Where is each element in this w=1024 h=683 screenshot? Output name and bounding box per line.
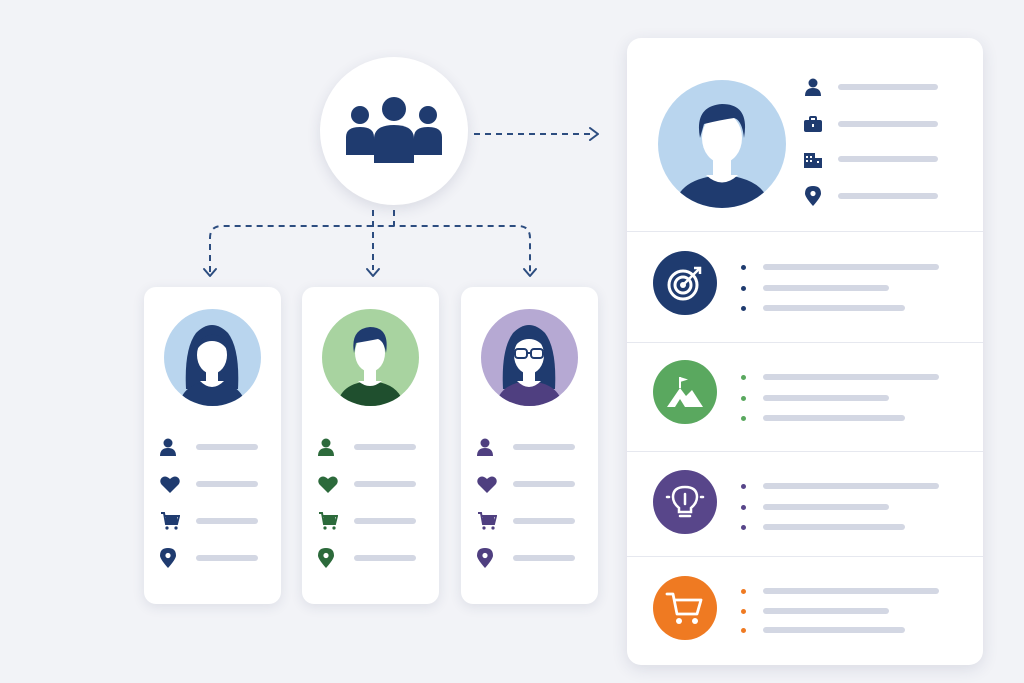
placeholder-bar [513, 555, 575, 561]
divider [627, 342, 983, 343]
profile-avatar [658, 80, 786, 208]
detail-row-interests [477, 474, 587, 494]
heart-icon [318, 476, 338, 493]
achievements-badge [653, 360, 717, 424]
ideas-line-2 [741, 497, 889, 517]
shopping-cart-icon [478, 512, 497, 530]
persona-card-2[interactable] [302, 287, 439, 604]
detail-row-purchases [160, 511, 270, 531]
placeholder-bar [354, 444, 416, 450]
arrowhead-panel [589, 127, 599, 141]
detail-row-purchases [477, 511, 587, 531]
lightbulb-icon [665, 485, 705, 518]
goals-line-1 [741, 257, 939, 277]
man-avatar [322, 309, 419, 406]
placeholder-bar [838, 193, 938, 199]
location-pin-icon [160, 548, 176, 568]
purchases-badge [653, 576, 717, 640]
placeholder-bar [838, 121, 938, 127]
persona-card-1[interactable] [144, 287, 281, 604]
placeholder-bar [354, 518, 416, 524]
placeholder-bar [513, 444, 575, 450]
persona-detail-panel [627, 38, 983, 665]
detail-row-interests [318, 474, 428, 494]
purchases-line-2 [741, 601, 889, 621]
group-hub[interactable] [320, 57, 468, 205]
heart-icon [477, 476, 497, 493]
placeholder-bar [196, 444, 258, 450]
divider [627, 556, 983, 557]
shopping-cart-icon [665, 592, 703, 624]
detail-row-person [160, 437, 270, 457]
detail-row-person [477, 437, 587, 457]
user-icon [318, 438, 334, 456]
placeholder-bar [196, 518, 258, 524]
goals-line-2 [741, 278, 889, 298]
purchases-line-3 [741, 620, 905, 640]
placeholder-bar [354, 555, 416, 561]
achievements-line-2 [741, 388, 889, 408]
woman-avatar [164, 309, 261, 406]
woman-glasses-avatar [481, 309, 578, 406]
user-group-icon [346, 97, 442, 163]
arrowhead-card-2 [366, 268, 380, 277]
target-icon [667, 266, 702, 301]
mountain-flag-icon [667, 377, 703, 407]
divider [627, 451, 983, 452]
placeholder-bar [196, 481, 258, 487]
purchases-line-1 [741, 581, 939, 601]
placeholder-bar [196, 555, 258, 561]
placeholder-bar [513, 481, 575, 487]
detail-row-location [477, 548, 587, 568]
location-pin-icon [477, 548, 493, 568]
achievements-line-1 [741, 367, 939, 387]
shopping-cart-icon [161, 512, 180, 530]
detail-row-interests [160, 474, 270, 494]
heart-icon [160, 476, 180, 493]
detail-row-person [318, 437, 428, 457]
arrowhead-card-1 [203, 268, 217, 277]
location-pin-icon [805, 186, 821, 206]
ideas-line-1 [741, 476, 939, 496]
briefcase-icon [804, 116, 822, 132]
goals-line-3 [741, 298, 905, 318]
persona-card-3[interactable] [461, 287, 598, 604]
profile-row-name [802, 77, 947, 97]
detail-row-location [160, 548, 270, 568]
placeholder-bar [513, 518, 575, 524]
ideas-badge [653, 470, 717, 534]
user-icon [805, 78, 821, 96]
connector-branch [209, 225, 531, 272]
detail-row-location [318, 548, 428, 568]
arrowhead-card-3 [523, 268, 537, 277]
user-icon [477, 438, 493, 456]
user-icon [160, 438, 176, 456]
location-pin-icon [318, 548, 334, 568]
profile-row-location [802, 186, 947, 206]
profile-row-company [802, 149, 947, 169]
placeholder-bar [354, 481, 416, 487]
profile-row-job [802, 114, 947, 134]
ideas-line-3 [741, 517, 905, 537]
shopping-cart-icon [319, 512, 338, 530]
divider [627, 231, 983, 232]
placeholder-bar [838, 84, 938, 90]
achievements-line-3 [741, 408, 905, 428]
detail-row-purchases [318, 511, 428, 531]
goals-badge [653, 251, 717, 315]
building-icon [804, 153, 822, 168]
placeholder-bar [838, 156, 938, 162]
